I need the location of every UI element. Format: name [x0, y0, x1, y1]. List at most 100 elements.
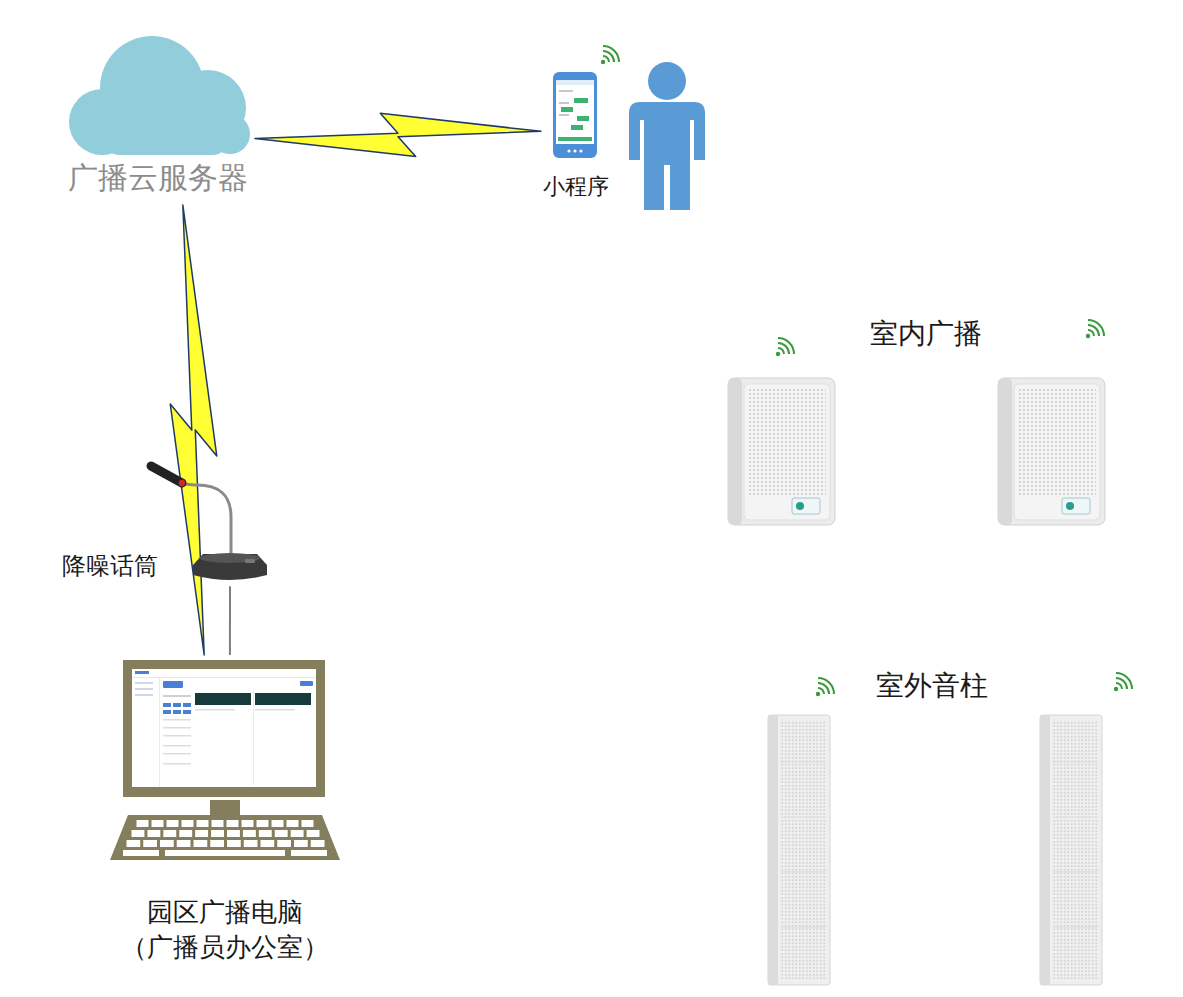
computer-figure: [163, 710, 171, 714]
computer-figure: [227, 820, 239, 827]
app-name: 小程序: [541, 173, 611, 202]
computer-figure: [183, 710, 191, 714]
wifi-icon: [603, 51, 614, 62]
computer-figure: [195, 709, 235, 711]
computer-figure: [177, 840, 191, 847]
computer-figure: [135, 688, 153, 690]
wifi-icon: [601, 46, 1132, 696]
column-speaker: [768, 715, 830, 985]
indoor-speaker: [1066, 502, 1074, 510]
indoor-speaker: [728, 378, 835, 525]
phone-icon: [556, 80, 594, 85]
computer-figure: [159, 677, 161, 787]
microphone-figure: [200, 553, 260, 563]
computer-figure: [307, 830, 320, 837]
computer-figure: [123, 660, 325, 797]
broadcast-computer: 园区广播电脑 （广播员办公室）: [95, 655, 355, 970]
computer-figure: [135, 694, 153, 696]
indoor-speaker: [998, 378, 1012, 525]
computer-figure: [163, 703, 171, 707]
computer-figure: [110, 815, 340, 860]
microphone-figure: [179, 480, 185, 486]
column-speaker: [768, 715, 830, 985]
computer-figure: [165, 850, 285, 856]
wifi-icon: [776, 352, 780, 356]
computer-figure: [311, 840, 325, 847]
column-speaker: [768, 715, 778, 985]
computer-figure: [173, 710, 181, 714]
indoor-speaker: [792, 498, 820, 514]
indoor-speaker: [1018, 388, 1096, 496]
computer-figure: [243, 830, 256, 837]
computer-figure: [179, 830, 192, 837]
mic-cable: [229, 586, 231, 655]
wifi-icon: [601, 60, 605, 64]
computer-figure: [163, 753, 191, 755]
wireless-link: [255, 113, 541, 156]
microphone: 降噪话筒: [55, 455, 270, 586]
computer-figure: [163, 745, 191, 747]
indoor-speaker: [998, 378, 1105, 525]
mini-program-phone: 小程序: [541, 60, 611, 206]
phone-icon: [559, 114, 569, 116]
cloud-server: 广播云服务器: [60, 30, 255, 205]
wifi-icon: [603, 46, 619, 62]
computer-figure: [163, 830, 176, 837]
zone-label: 室内广播: [870, 316, 982, 352]
computer-figure: [244, 840, 258, 847]
computer-figure: [291, 850, 327, 856]
wifi-icon: [778, 348, 784, 354]
computer-figure: [167, 820, 179, 827]
computer-figure: [183, 703, 191, 707]
computer-figure: [195, 693, 251, 705]
computer-figure: [135, 671, 149, 674]
indoor-speaker: [728, 378, 742, 525]
wifi-icon: [776, 338, 794, 356]
indoor-speaker: [1014, 384, 1100, 520]
phone-icon: [558, 137, 592, 141]
computer-figure: [137, 820, 149, 827]
wifi-icon: [778, 343, 789, 354]
cloud-shape: [102, 115, 230, 155]
person-icon: [629, 102, 705, 210]
phone-icon: [553, 72, 597, 158]
computer-figure: [291, 830, 304, 837]
column-speaker: [1040, 715, 1102, 985]
phone-icon: [561, 107, 573, 112]
computer-figure: [210, 840, 224, 847]
computer-figure: [163, 719, 191, 721]
wifi-icon: [816, 678, 834, 696]
computer-figure: [194, 840, 208, 847]
computer-figure: [173, 703, 181, 707]
computer-figure: [261, 840, 275, 847]
computer-figure: [210, 800, 240, 815]
computer-figure: [163, 727, 191, 729]
indoor-speaker: [796, 502, 804, 510]
computer-figure: [147, 830, 160, 837]
computer-figure: [255, 693, 311, 705]
wifi-icon: [778, 338, 794, 354]
computer-figure: [163, 695, 191, 697]
wifi-icon: [1114, 673, 1132, 691]
computer-figure: [259, 830, 272, 837]
wifi-icon: [1088, 330, 1094, 336]
wifi-icon: [818, 683, 829, 694]
computer-figure: [275, 830, 288, 837]
wifi-icon: [1086, 320, 1104, 338]
computer-figure: [212, 820, 224, 827]
computer-figure: [257, 820, 269, 827]
computer-figure: [135, 682, 153, 684]
computer-figure: [143, 840, 157, 847]
person-icon: [648, 62, 686, 100]
computer-figure: [160, 840, 174, 847]
phone-icon: [573, 149, 576, 152]
wifi-icon: [1114, 687, 1118, 691]
computer-figure: [227, 840, 241, 847]
microphone-figure: [184, 484, 231, 557]
server-name: 广播云服务器: [60, 158, 255, 197]
computer-figure: [211, 830, 224, 837]
computer-figure: [242, 820, 254, 827]
computer-figure: [127, 840, 141, 847]
phone-icon: [571, 125, 583, 130]
wireless-link: [170, 205, 217, 655]
